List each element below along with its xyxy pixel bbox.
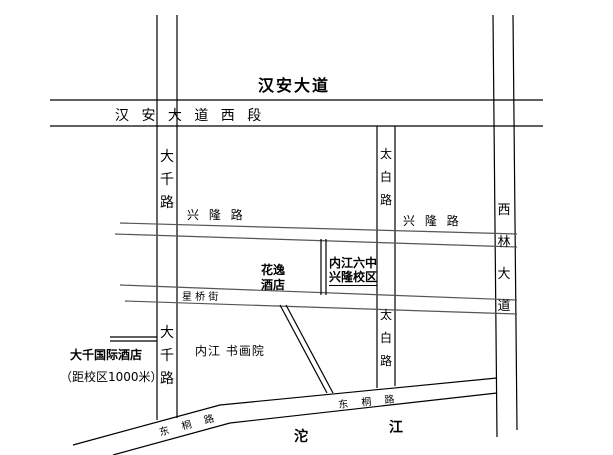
lane-line-1 [279, 304, 328, 394]
daqian-road-label-bottom: 大千路 [160, 325, 174, 387]
dongtong-road-line-north [72, 377, 498, 446]
lane-line-2 [285, 304, 334, 394]
school-name-line2: 兴隆校区 [329, 270, 378, 286]
taibai-road-label-top: 太白路 [379, 147, 392, 207]
xingqiao-street-label: 星 桥 街 [182, 292, 219, 303]
xinglong-road-label-left: 兴 隆 路 [187, 208, 246, 222]
hanan-avenue-label: 汉安大道 [258, 76, 331, 95]
huayi-hotel-label: 花逸 酒店 [261, 263, 286, 292]
xinglong-road-line-north [119, 222, 518, 235]
xinglong-road-label-right: 兴 隆 路 [403, 214, 462, 228]
xilin-avenue-line-east [512, 14, 518, 431]
tuojiang-label-1: 沱 [294, 429, 308, 445]
xilin-avenue-label: 西林大道 [497, 203, 511, 314]
taibai-road-label-bottom: 太白路 [379, 308, 392, 368]
school-name-line1: 内江六中 [329, 256, 378, 270]
xinglong-road-line-south [114, 233, 518, 248]
tuojiang-label-2: 江 [389, 420, 403, 436]
distance-note: （距校区1000米） [60, 370, 163, 384]
daqian-hotel-label: 大千国际酒店 [70, 348, 143, 362]
xilin-avenue-line-west [492, 14, 498, 438]
dongtong-road-line-south [112, 392, 498, 455]
hanan-avenue-west-label: 汉 安 大 道 西 段 [115, 108, 266, 124]
daqian-road-label-top: 大千路 [160, 149, 174, 211]
xingqiao-street-line-north [119, 284, 518, 301]
xingqiao-street-line-south [124, 300, 518, 315]
neijiang-art-academy-label: 内江 书画院 [195, 344, 265, 358]
